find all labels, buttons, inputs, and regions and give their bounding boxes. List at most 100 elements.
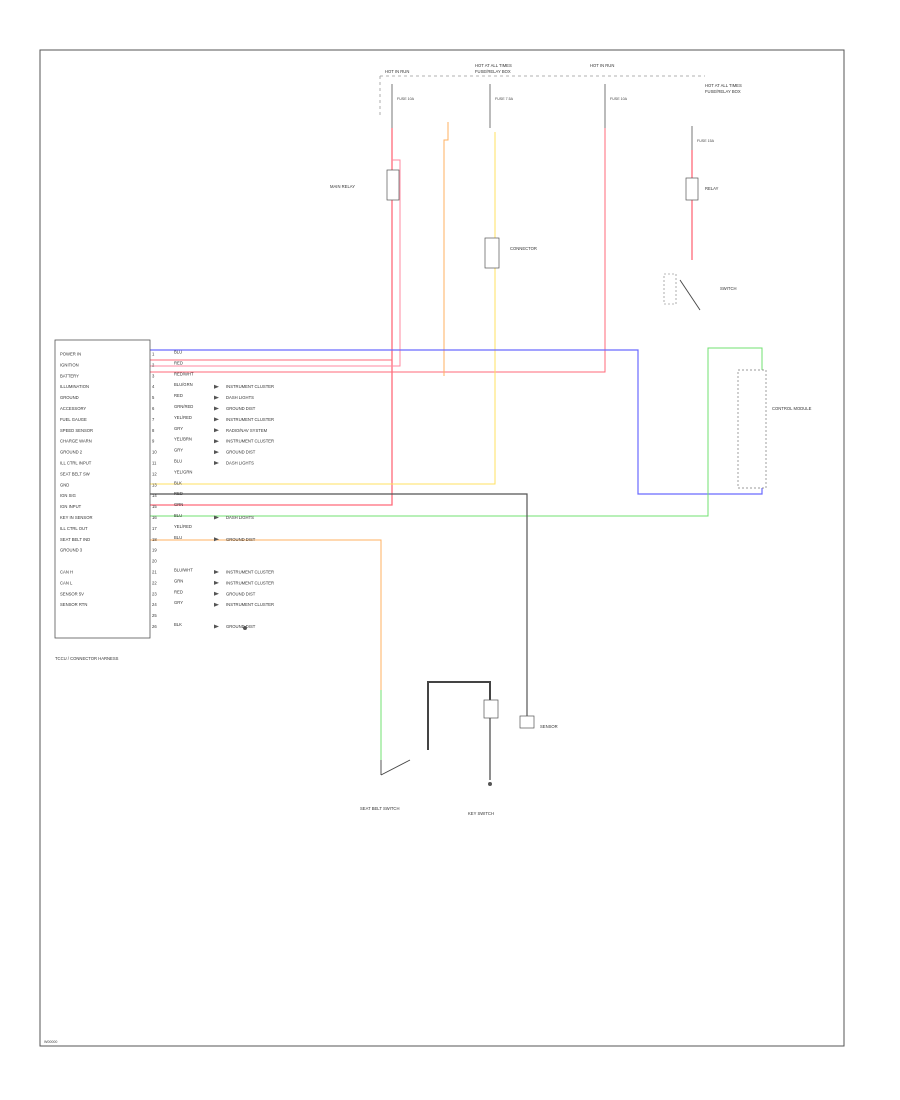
pin-name: ILL CTRL OUT <box>60 526 88 531</box>
wire-color-label: BLU <box>174 459 182 464</box>
pin-name: CAN L <box>60 580 73 585</box>
pin-number: 13 <box>152 482 157 487</box>
fuse-2: FUSE 7.5A <box>489 84 514 128</box>
pin-row: CAN L 22 GRN INSTRUMENT CLUSTER <box>60 578 274 585</box>
pin-number: 6 <box>152 406 155 411</box>
arrow-right-icon <box>214 384 219 389</box>
wire-color-label: RED <box>174 360 183 365</box>
pin-number: 9 <box>152 439 155 444</box>
pin-number: 4 <box>152 384 155 389</box>
wire-color-label: RED/WHT <box>174 371 194 376</box>
svg-text:KEY SWITCH: KEY SWITCH <box>468 811 494 816</box>
pin-row: 25 <box>152 613 157 618</box>
module-name: TCCU / CONNECTOR HARNESS <box>55 656 119 661</box>
power-bus: HOT IN RUN HOT AT ALL TIMES HOT IN RUN H… <box>379 63 742 116</box>
pin-name: GROUND 2 <box>60 450 83 455</box>
wire-color-label: BLK <box>174 622 182 627</box>
power-label-3: HOT IN RUN <box>590 63 614 68</box>
pin-number: 20 <box>152 559 157 564</box>
pin-name: FUEL GAUGE <box>60 417 87 422</box>
pin-number: 23 <box>152 591 157 596</box>
svg-text:SENSOR: SENSOR <box>540 724 558 729</box>
wire-color-label: YEL/BRN <box>174 437 192 442</box>
pin-destination: GROUND DIST <box>226 537 256 542</box>
pin-destination: DASH LIGHTS <box>226 461 254 466</box>
wire-color-label: BLU <box>174 535 182 540</box>
center-connector: CONNECTOR <box>484 237 537 269</box>
wire-color-label: BLU/WHT <box>174 568 193 573</box>
pin-destination: INSTRUMENT CLUSTER <box>226 570 274 575</box>
pin-name: GND <box>60 482 69 487</box>
wire-color-label: BLU/GRN <box>174 382 193 387</box>
pin-destination: INSTRUMENT CLUSTER <box>226 602 274 607</box>
arrow-right-icon <box>214 450 219 455</box>
arrow-right-icon <box>214 428 219 433</box>
footer-code: W00000 <box>44 1040 57 1044</box>
wire-color-label: YEL/RED <box>174 524 192 529</box>
pin-name: GROUND <box>60 395 79 400</box>
arrow-right-icon <box>214 395 219 400</box>
key-switch: KEY SWITCH <box>468 699 499 816</box>
power-label-4: HOT AT ALL TIMES <box>705 83 742 88</box>
pin-destination: INSTRUMENT CLUSTER <box>226 580 274 585</box>
pin-name: KEY IN SENSOR <box>60 515 93 520</box>
pin-number: 8 <box>152 428 155 433</box>
pin-name: BATTERY <box>60 373 79 378</box>
svg-text:FUSE 10A: FUSE 10A <box>397 97 415 101</box>
arrow-right-icon <box>214 461 219 465</box>
right-switch: SWITCH <box>663 273 737 311</box>
fuse-box-right-label: FUSE/RELAY BOX <box>705 89 741 94</box>
pin-name: POWER IN <box>60 352 81 357</box>
wire-color-label: GRN/RED <box>174 404 193 409</box>
svg-text:RELAY: RELAY <box>705 186 719 191</box>
arrow-right-icon <box>214 515 219 520</box>
power-label-1: HOT IN RUN <box>385 69 409 74</box>
pin-number: 11 <box>152 461 157 466</box>
pin-number: 19 <box>152 548 157 553</box>
pin-number: 26 <box>152 624 157 629</box>
svg-text:FUSE 15A: FUSE 15A <box>697 139 715 143</box>
pin-name: CHARGE WARN <box>60 439 92 444</box>
pin-name: CAN H <box>60 570 73 575</box>
pin-name: SEAT BELT IND <box>60 537 90 542</box>
pin-row: GROUND 3 19 <box>60 548 157 553</box>
svg-text:FUSE 10A: FUSE 10A <box>610 97 628 101</box>
pin-number: 15 <box>152 504 157 509</box>
wire-color-label: BLU <box>174 513 182 518</box>
arrow-right-icon <box>214 580 219 585</box>
pin-destination: GROUND DIST <box>226 450 256 455</box>
svg-text:MAIN RELAY: MAIN RELAY <box>330 184 355 189</box>
arrow-right-icon <box>214 417 219 422</box>
pin-number: 22 <box>152 580 157 585</box>
bottom-sensor: SENSOR <box>519 715 558 729</box>
pin-row: 20 <box>152 559 157 564</box>
pin-name: SEAT BELT SW <box>60 471 90 476</box>
pin-number: 5 <box>152 395 155 400</box>
pin-destination: GROUND DIST <box>226 406 256 411</box>
svg-text:CONNECTOR: CONNECTOR <box>510 246 537 251</box>
power-label-2: HOT AT ALL TIMES <box>475 63 512 68</box>
pin-name: GROUND 3 <box>60 548 83 553</box>
right-control-module: CONTROL MODULE <box>737 369 812 489</box>
arrow-right-icon <box>214 406 219 411</box>
wire-color-label: GRN <box>174 502 183 507</box>
pin-destination: DASH LIGHTS <box>226 395 254 400</box>
arrow-right-icon <box>214 624 219 629</box>
fuse-4: FUSE 15A <box>691 126 715 150</box>
module-box <box>54 339 151 639</box>
arrow-right-icon <box>214 602 219 607</box>
arrow-right-icon <box>214 591 219 596</box>
wire-color-label: GRN <box>174 578 183 583</box>
